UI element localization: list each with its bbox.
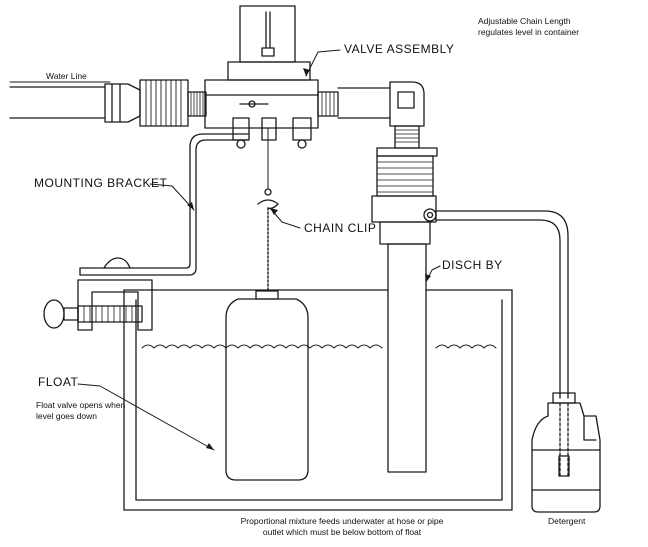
- detergent-jug: [531, 392, 601, 513]
- suction-hose: [435, 210, 569, 399]
- chain-length-note-line-1: Adjustable Chain Length: [478, 16, 571, 26]
- chain-clip-label: CHAIN CLIP: [304, 221, 377, 235]
- water-surface: [141, 344, 497, 349]
- clamp: [43, 279, 153, 331]
- float-valve-note-line-2: level goes down: [36, 411, 97, 422]
- inlet-fitting: [139, 79, 207, 127]
- disch-by-label: DISCH BY: [442, 258, 503, 272]
- container: [123, 289, 513, 511]
- chain: [257, 127, 279, 291]
- valve-assembly-label: VALVE ASSEMBLY: [344, 42, 455, 56]
- float: [225, 290, 309, 481]
- mounting-bracket-label: MOUNTING BRACKET: [34, 176, 168, 190]
- valve-assembly: [204, 5, 339, 149]
- mixture-note: Proportional mixture feeds underwater at…: [222, 516, 462, 538]
- float-valve-note: Float valve opens when level goes down: [36, 400, 125, 422]
- leader-lines: [9, 49, 441, 451]
- chain-length-note-line-2: regulates level in container: [478, 27, 580, 38]
- mixture-note-line-1: Proportional mixture feeds underwater at…: [240, 516, 444, 526]
- water-line-label: Water Line: [46, 71, 87, 81]
- outlet-elbow: [337, 81, 438, 473]
- water-line-pipe: [9, 83, 141, 123]
- detergent-label: Detergent: [548, 516, 586, 526]
- mixture-note-line-2: outlet which must be below bottom of flo…: [262, 527, 422, 538]
- float-valve-note-line-1: Float valve opens when: [36, 400, 126, 410]
- mounting-bracket: [79, 133, 249, 276]
- float-label: FLOAT: [38, 375, 79, 389]
- chain-length-note: Adjustable Chain Length regulates level …: [478, 16, 579, 38]
